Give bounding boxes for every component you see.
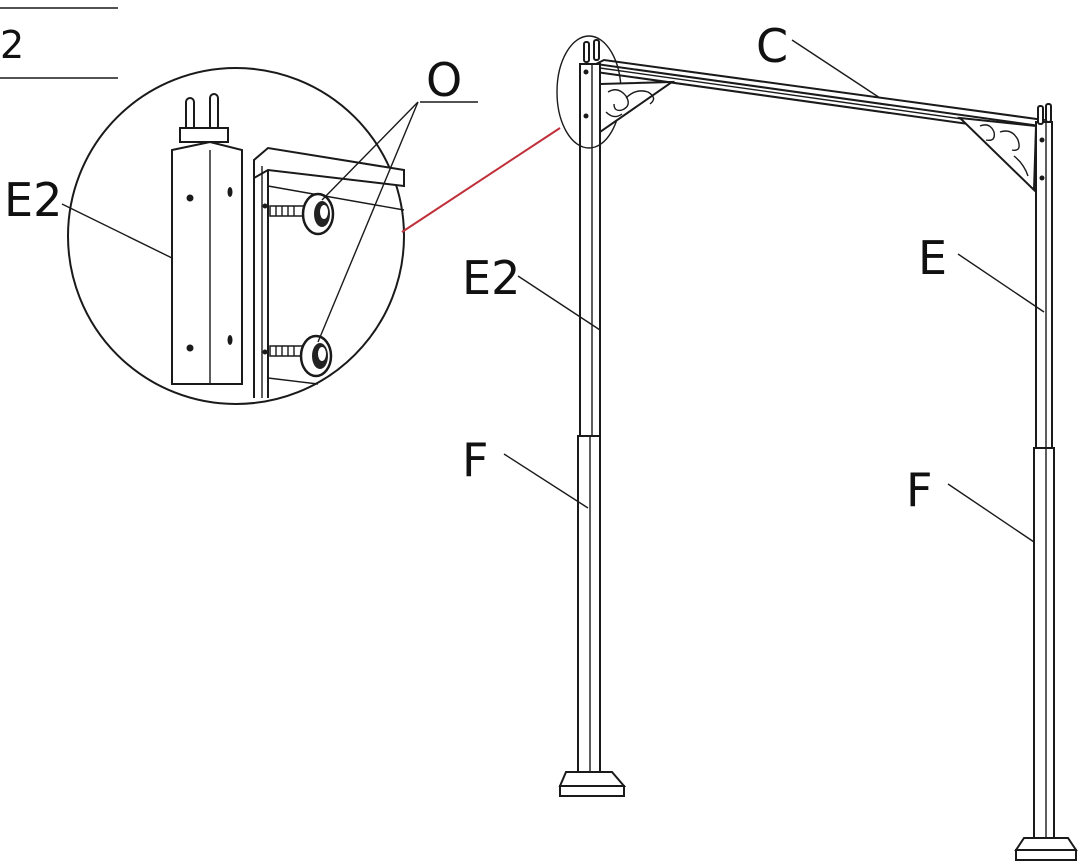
scroll-bracket-icon: [599, 80, 676, 134]
label-top-beam: C: [756, 19, 788, 73]
base-plate-icon: [558, 771, 627, 797]
callout-connector: [401, 127, 561, 233]
main-assembly: C E2 E F F: [462, 19, 1078, 861]
label-detail-knobs: O: [426, 53, 462, 107]
right-post: [1033, 103, 1055, 841]
step-number: 2: [0, 23, 24, 67]
label-left-post-lower: F: [462, 433, 488, 487]
left-post: [556, 35, 622, 773]
label-right-post-lower: F: [906, 463, 932, 517]
detail-post: [171, 93, 243, 385]
label-detail-post: E2: [4, 173, 62, 227]
knob-bolt-icon: [269, 192, 335, 236]
detail-frame: [253, 146, 405, 398]
label-right-post-upper: E: [918, 231, 947, 285]
step-header: 2: [0, 7, 118, 79]
base-plate-icon: [1014, 837, 1078, 861]
scroll-bracket-icon: [957, 116, 1038, 193]
label-left-post-upper: E2: [462, 251, 520, 305]
detail-circle: [67, 67, 405, 405]
knob-bolt-icon: [269, 334, 333, 378]
detail-callout: E2 O: [4, 53, 561, 405]
